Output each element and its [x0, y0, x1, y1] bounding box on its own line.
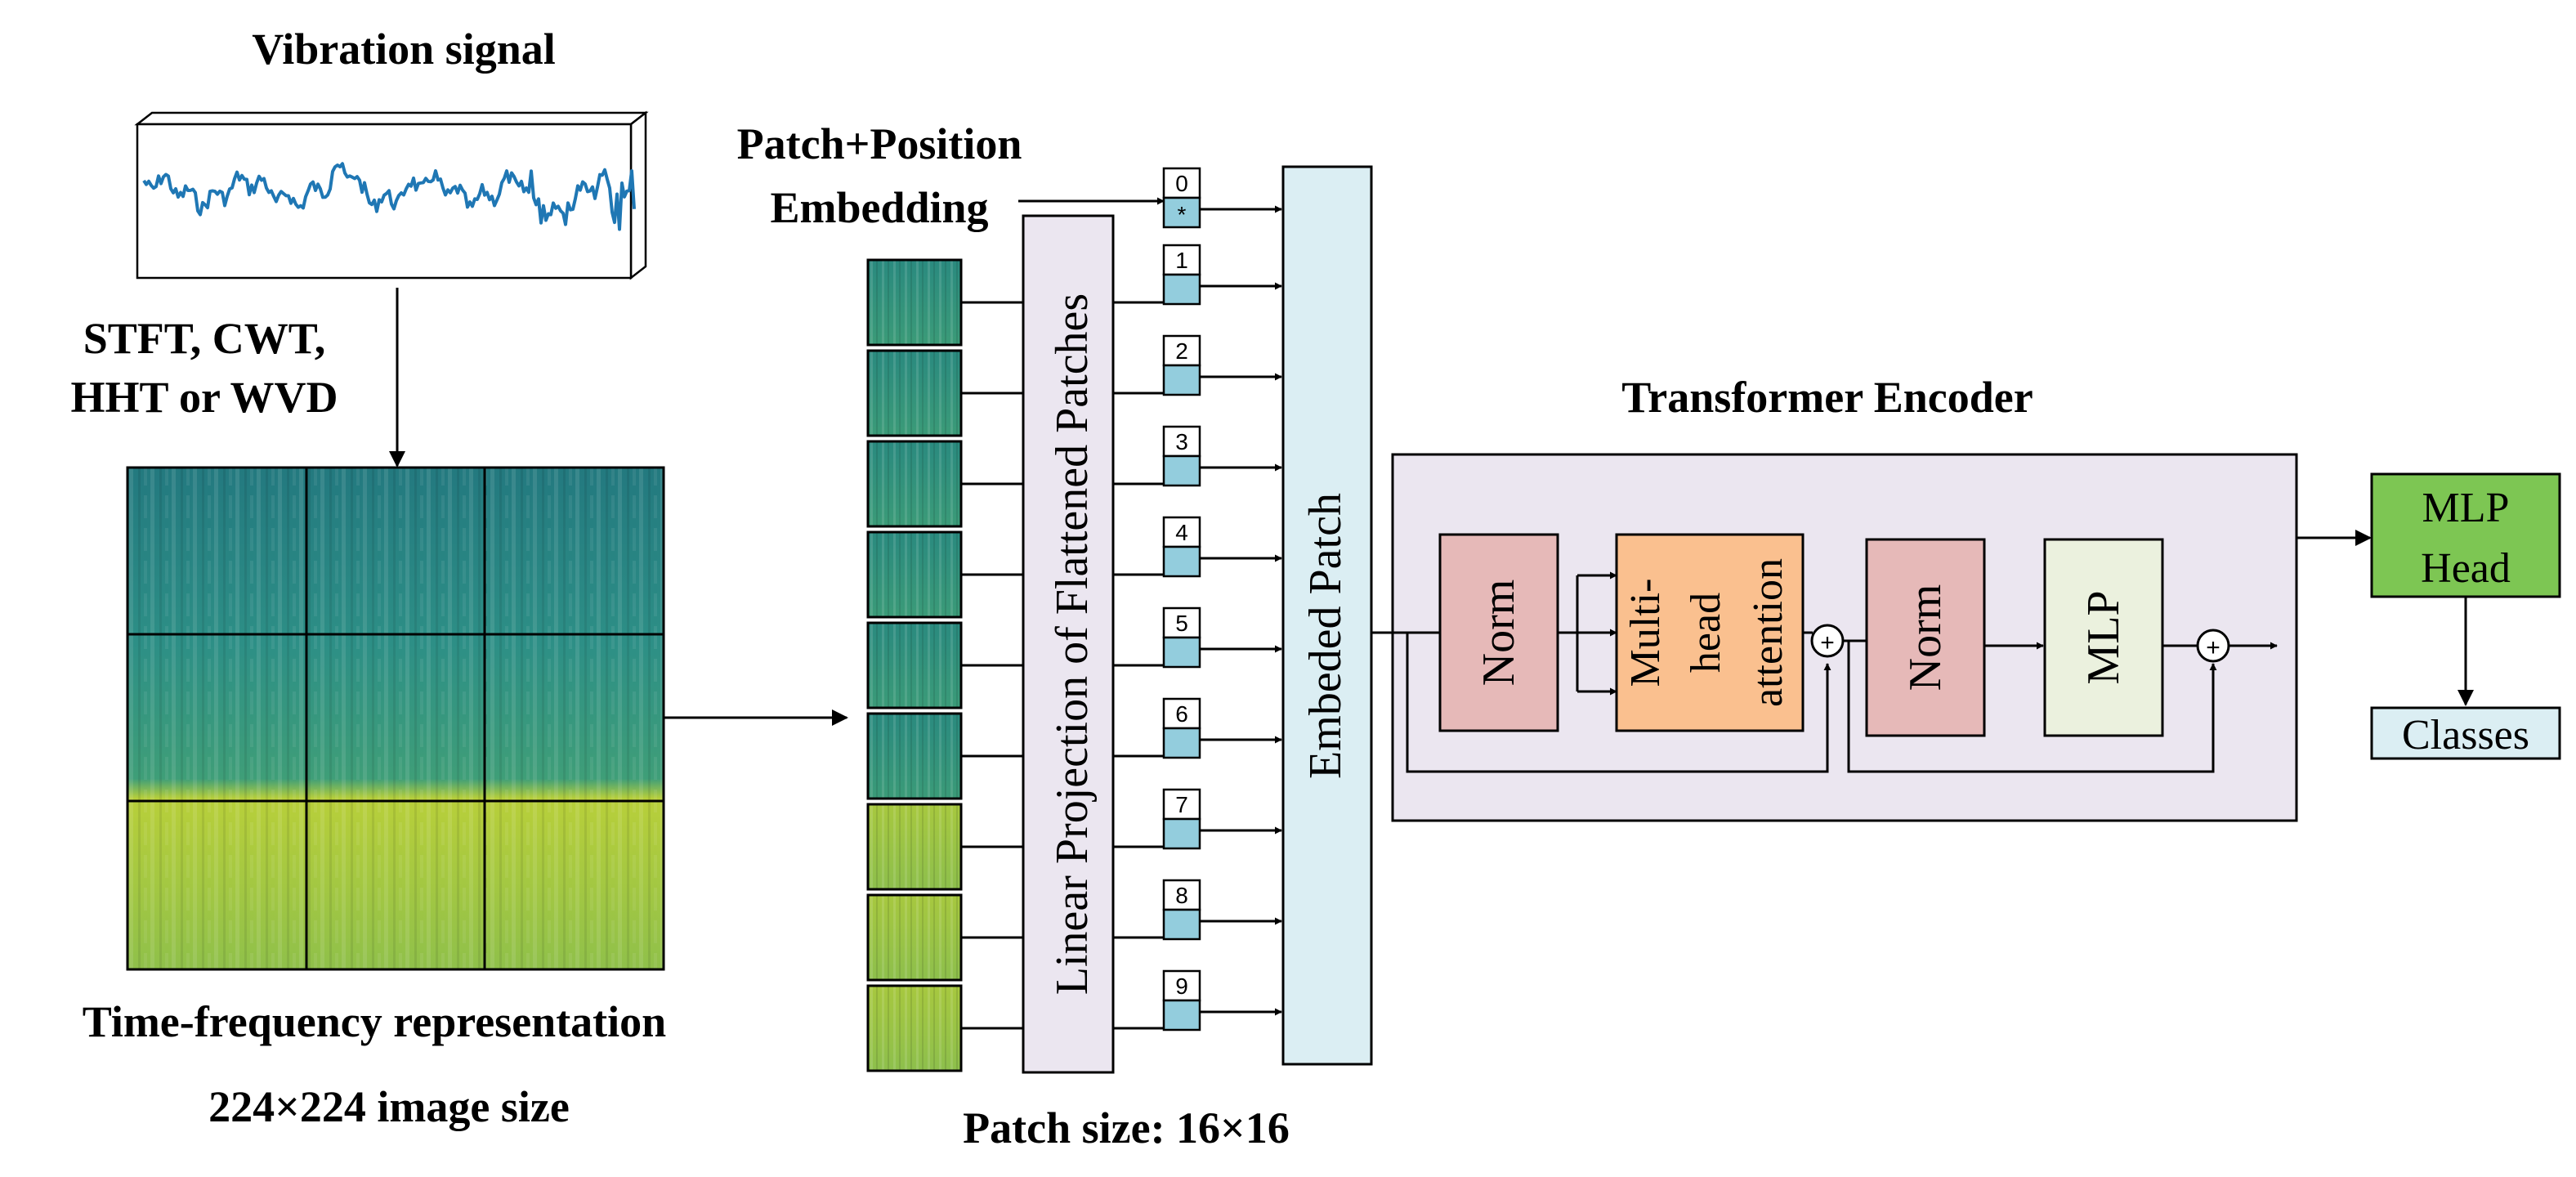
image-patch	[866, 893, 963, 982]
embedding-token: 1	[1162, 244, 1201, 306]
token-index: 9	[1175, 973, 1188, 999]
norm-label-2: Norm	[1900, 584, 1951, 691]
token-index: 7	[1175, 792, 1188, 817]
cls-token-marker: *	[1178, 202, 1187, 227]
image-patch	[866, 712, 963, 800]
mlp-head-label-line1: MLP	[2422, 485, 2510, 531]
image-patch	[866, 258, 963, 347]
mlp-label: MLP	[2078, 590, 2129, 684]
vibration-signal-title: Vibration signal	[252, 25, 556, 74]
embedded-patch-box	[1281, 165, 1373, 1066]
embedding-token: 5	[1162, 606, 1201, 669]
token-index: 4	[1175, 520, 1188, 545]
embedding-token: 3	[1162, 425, 1201, 487]
token-index: 6	[1175, 701, 1188, 727]
image-patch	[866, 621, 963, 709]
embedding-token: 4	[1162, 516, 1201, 578]
linear-projection-box	[1022, 214, 1115, 1074]
mlp-head-label-line2: Head	[2421, 545, 2511, 592]
multihead-attention-box	[1615, 533, 1805, 732]
tf-image	[126, 466, 665, 971]
token-index: 8	[1175, 883, 1188, 908]
token-index: 3	[1175, 429, 1188, 454]
mha-label-line3: attention	[1745, 558, 1791, 707]
norm-box-1	[1438, 533, 1559, 732]
norm-box-2	[1865, 538, 1986, 737]
transform-methods-line1: STFT, CWT,	[83, 314, 326, 363]
cls-token-index: 0	[1175, 171, 1188, 196]
tf-representation-label: Time-frequency representation	[83, 997, 666, 1046]
embedding-token: 7	[1162, 788, 1201, 850]
image-size-label: 224×224 image size	[208, 1082, 570, 1131]
image-patch	[866, 984, 963, 1072]
image-patch	[866, 440, 963, 528]
norm-label-1: Norm	[1474, 580, 1524, 687]
patch-position-label-line2: Embedding	[770, 183, 988, 232]
mlp-head-box	[2370, 472, 2561, 598]
embedding-token: 6	[1162, 697, 1201, 759]
mha-label-line2: head	[1683, 593, 1729, 673]
residual-add-1-symbol: +	[1820, 629, 1835, 656]
residual-add-2-symbol: +	[2206, 634, 2220, 661]
embedded-patch-label: Embeded Patch	[1300, 493, 1351, 779]
token-index: 1	[1175, 248, 1188, 273]
patch-size-label: Patch size: 16×16	[963, 1103, 1290, 1152]
image-patch	[866, 803, 963, 891]
token-index: 5	[1175, 611, 1188, 636]
token-index: 2	[1175, 338, 1188, 364]
transformer-encoder-title: Transformer Encoder	[1621, 373, 2033, 422]
vibration-signal-box	[134, 110, 649, 280]
patch-position-label-line1: Patch+Position	[737, 119, 1022, 168]
classes-label: Classes	[2402, 712, 2529, 759]
embedding-token: 0*	[1162, 167, 1201, 229]
embedding-token: 8	[1162, 879, 1201, 941]
image-patch	[866, 349, 963, 437]
image-patch	[866, 530, 963, 619]
linear-projection-label: Linear Projection of Flattened Patches	[1047, 293, 1098, 995]
mha-label-line1: Multi-	[1622, 579, 1669, 687]
vibration-waveform	[142, 162, 636, 231]
mlp-box	[2043, 538, 2164, 737]
transform-methods-line2: HHT or WVD	[70, 373, 338, 422]
embedding-token: 2	[1162, 334, 1201, 396]
patch-column	[866, 258, 1023, 1072]
embedding-token: 9	[1162, 969, 1201, 1032]
classes-box	[2370, 706, 2561, 760]
